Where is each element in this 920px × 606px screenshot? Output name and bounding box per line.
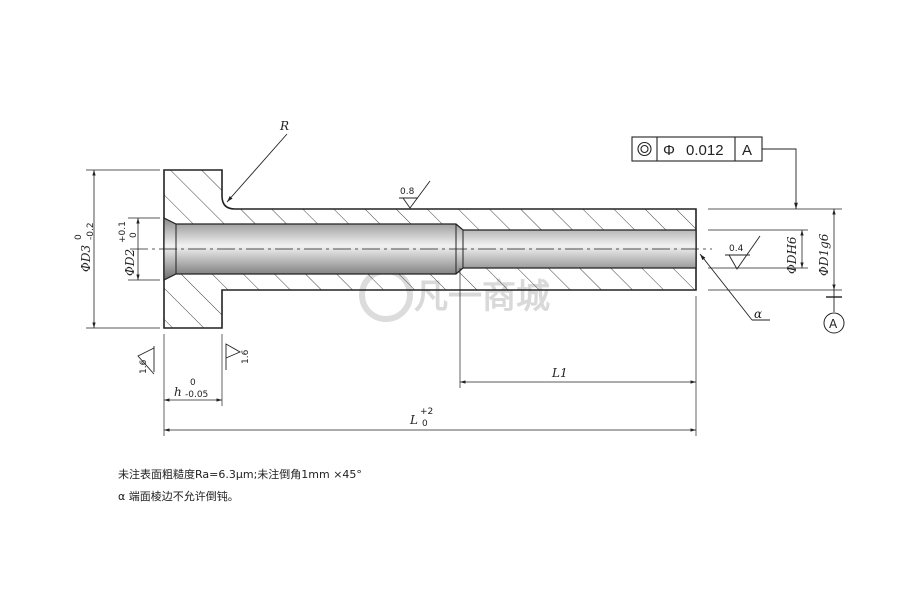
right-dimensions: ΦDH6 ΦD1g6 A (708, 208, 845, 334)
roughness-left-face: 1.6 (137, 346, 155, 375)
gdt-frame: Φ 0.012 A (631, 136, 798, 209)
part-section (130, 169, 712, 329)
dh-label: ΦDH6 (785, 236, 799, 274)
svg-text:0: 0 (190, 378, 196, 388)
gdt-diameter: Φ (663, 142, 675, 159)
l-dim: L +2 0 (164, 407, 696, 432)
radius-label: R (279, 119, 289, 133)
roughness-right-face: 1.6 (225, 343, 251, 370)
note-line-1: 未注表面粗糙度Ra=6.3μm;未注倒角1mm ×45° (118, 468, 362, 481)
roughness-shaft: 0.4 (725, 235, 761, 270)
svg-text:1.6: 1.6 (241, 349, 251, 364)
concentricity-icon (637, 141, 652, 157)
gdt-datum-ref: A (742, 142, 752, 159)
svg-text:+0.1: +0.1 (118, 221, 128, 243)
head-thickness-dim: h 0 -0.05 (163, 334, 223, 436)
l1-dim: L1 (459, 268, 697, 436)
svg-text:+2: +2 (420, 407, 433, 417)
gdt-tolerance: 0.012 (686, 142, 724, 159)
svg-text:-0.2: -0.2 (86, 222, 96, 240)
d2-label: ΦD2 (123, 249, 137, 276)
l1-label: L1 (551, 366, 568, 380)
radius-callout: R (226, 119, 289, 203)
l-label: L (409, 413, 418, 427)
svg-text:0: 0 (74, 234, 84, 240)
svg-text:0.4: 0.4 (729, 244, 744, 254)
note-line-2: α 端面棱边不允许倒钝。 (118, 490, 239, 503)
svg-text:0.8: 0.8 (400, 187, 415, 197)
d1-label: ΦD1g6 (817, 233, 831, 276)
edge-label: α (754, 307, 762, 321)
edge-callout: α (699, 253, 770, 321)
d3-label: ΦD3 (79, 245, 93, 272)
left-dimensions: ΦD3 0 -0.2 ΦD2 +0.1 0 (74, 169, 160, 329)
h-label: h (174, 385, 182, 399)
roughness-bore: 0.8 (399, 180, 431, 209)
svg-text:-0.05: -0.05 (185, 390, 208, 400)
technical-notes: 未注表面粗糙度Ra=6.3μm;未注倒角1mm ×45° α 端面棱边不允许倒钝… (118, 464, 362, 508)
svg-text:0: 0 (422, 419, 428, 429)
datum-a-label: A (829, 317, 838, 331)
svg-text:1.6: 1.6 (139, 359, 149, 374)
svg-text:0: 0 (129, 232, 139, 238)
